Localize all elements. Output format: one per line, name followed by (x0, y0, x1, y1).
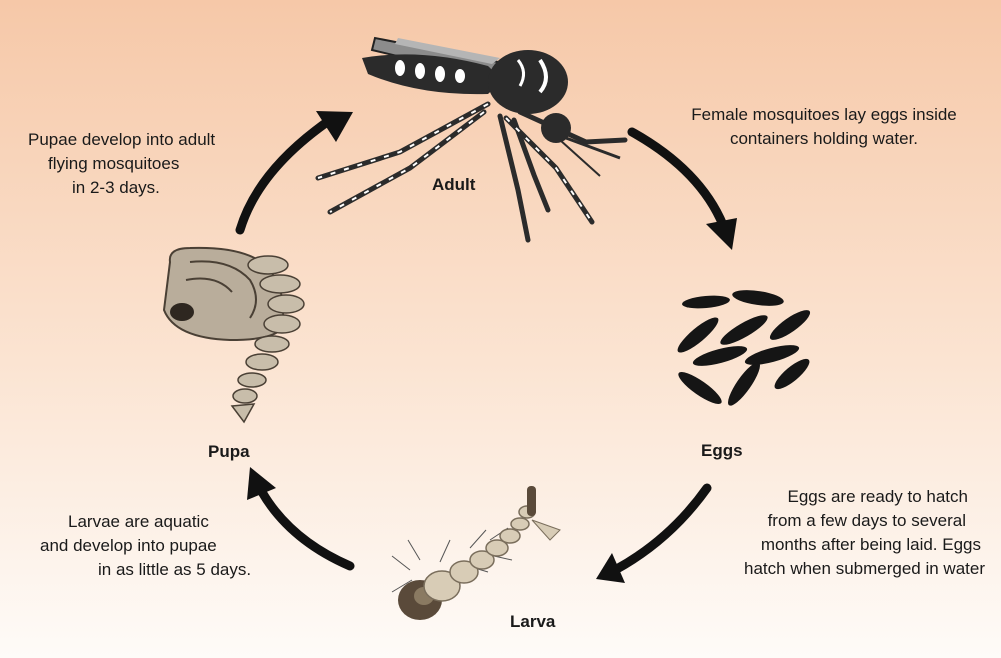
description-line: Female mosquitoes lay eggs inside (664, 103, 984, 127)
stage-label-larva: Larva (510, 610, 555, 634)
description-line: in 2-3 days. (72, 176, 288, 200)
stage-label-adult: Adult (432, 173, 475, 197)
stage-label-eggs: Eggs (701, 439, 743, 463)
description-line: months after being laid. Eggs (660, 533, 981, 557)
description-eggs-to-larva: Eggs are ready to hatch from a few days … (660, 485, 985, 581)
description-line: flying mosquitoes (48, 152, 288, 176)
description-line: containers holding water. (664, 127, 984, 151)
description-line: from a few days to several (660, 509, 966, 533)
description-line: hatch when submerged in water (660, 557, 985, 581)
description-adult-to-eggs: Female mosquitoes lay eggs inside contai… (664, 103, 984, 151)
description-line: Eggs are ready to hatch (660, 485, 968, 509)
description-line: Pupae develop into adult (28, 128, 288, 152)
description-larva-to-pupa: Larvae are aquatic and develop into pupa… (40, 510, 320, 582)
description-line: and develop into pupae (40, 534, 320, 558)
stage-label-pupa: Pupa (208, 440, 250, 464)
description-pupa-to-adult: Pupae develop into adult flying mosquito… (28, 128, 288, 200)
description-line: in as little as 5 days. (98, 558, 320, 582)
description-line: Larvae are aquatic (68, 510, 320, 534)
